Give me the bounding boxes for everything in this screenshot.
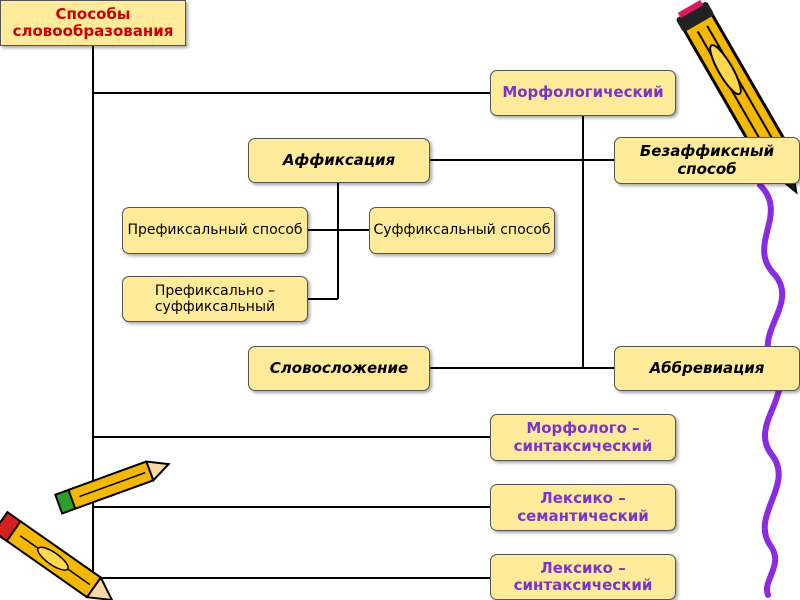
compounding-node: Словосложение [248, 346, 430, 391]
lexico-syntactic-node: Лексико – синтаксический [490, 554, 676, 600]
non-affix-node: Безаффиксный способ [614, 137, 800, 184]
root-node: Способы словообразования [0, 0, 186, 46]
prefix-node: Префиксальный способ [122, 207, 308, 254]
lexico-semantic-node: Лексико – семантический [490, 484, 676, 531]
morph-syntactic-node: Морфолого – синтаксический [490, 414, 676, 461]
morphological-node: Морфологический [490, 70, 676, 116]
prefix-suffix-node: Префиксально – суффиксальный [122, 276, 308, 322]
suffix-node: Суффиксальный способ [369, 207, 555, 254]
abbreviation-node: Аббревиация [614, 346, 800, 391]
affixation-node: Аффиксация [248, 138, 430, 183]
